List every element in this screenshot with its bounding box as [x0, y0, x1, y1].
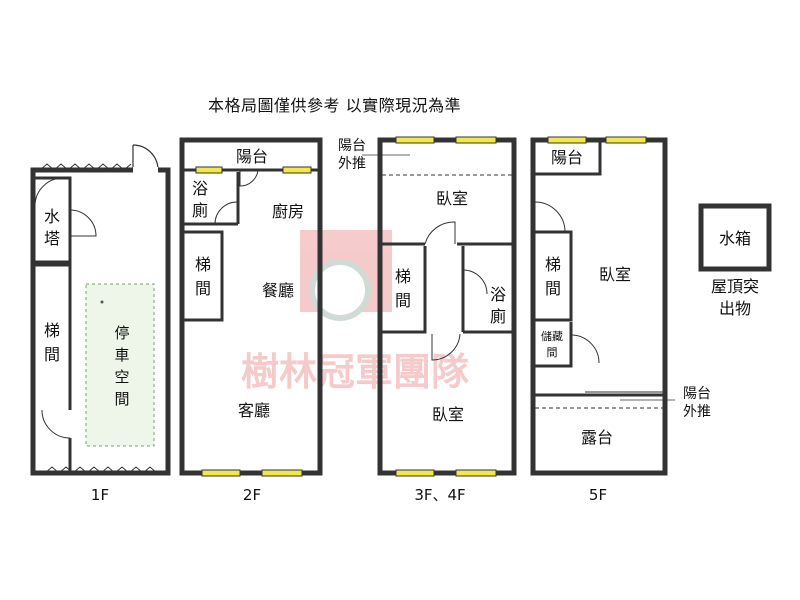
f1-stairs-label-1: 梯	[44, 321, 60, 340]
watermark: 樹林冠軍團隊	[241, 230, 469, 394]
f2-kitchen-label: 廚房	[272, 202, 304, 221]
f2-window-balcony-left	[195, 166, 223, 174]
f2-stairs-label-1: 梯	[195, 255, 211, 274]
f1-floor-label: 1F	[91, 486, 109, 504]
f5-window-top-2	[605, 136, 647, 144]
f34-balcony-note-1: 陽台	[338, 138, 366, 154]
f2-living-label: 客廳	[238, 401, 270, 420]
f5-stairs-label-2: 間	[545, 279, 561, 298]
f1-stairs-label-2: 間	[44, 345, 60, 364]
roof-tank-wall	[698, 203, 772, 272]
disclaimer-text: 本格局圖僅供參考 以實際現況為準	[208, 96, 462, 115]
f5-stairs-walls	[535, 230, 573, 322]
f5-storage-walls	[535, 322, 573, 368]
f34-outer-wall	[377, 137, 517, 476]
f34-bath-label-1: 浴	[490, 285, 506, 304]
f1-gate-top	[39, 163, 132, 171]
f2-balcony-label: 陽台	[236, 147, 268, 166]
f1-parking-label-2: 車	[114, 346, 129, 364]
floor-2f: 陽台 浴 廁 廚房 梯 間 餐廳 客廳 2F	[179, 137, 323, 504]
f34-window-bottom-1	[395, 469, 435, 477]
f1-parking-label-4: 間	[114, 390, 129, 408]
f2-floor-label: 2F	[243, 486, 261, 504]
floor-5f: 陽台 梯 間 儲藏 間 臥室 陽台 外推 露台 5F	[530, 136, 711, 504]
f34-window-bottom-2	[455, 469, 497, 477]
f34-window-top-1	[395, 136, 435, 144]
f5-storage-label-1: 儲藏	[541, 330, 563, 343]
f2-window-bottom-1	[201, 469, 241, 477]
f2-window-bottom-2	[261, 469, 303, 477]
f2-bath-label-1: 浴	[192, 179, 208, 198]
f1-entrance-door	[132, 144, 159, 171]
f1-gate-bottom	[44, 466, 158, 474]
f2-bath-door	[214, 201, 238, 225]
f5-bedroom-label: 臥室	[599, 265, 631, 284]
f2-balcony-door	[239, 169, 259, 187]
f5-storage-door	[570, 334, 600, 364]
f1-parking-marker	[100, 300, 104, 304]
f1-water-tower-door	[69, 209, 97, 237]
f34-stairs-label-1: 梯	[395, 267, 411, 286]
f2-bath-label-2: 廁	[192, 201, 208, 220]
f2-stairs-label-2: 間	[195, 279, 211, 298]
f1-parking-label-1: 停	[114, 324, 129, 342]
f2-dining-label: 餐廳	[262, 281, 294, 300]
f34-balcony-note-2: 外推	[338, 156, 366, 172]
roof-caption-1: 屋頂突	[711, 277, 759, 296]
f1-water-tower-label-2: 塔	[44, 229, 60, 248]
f34-window-top-2	[455, 136, 497, 144]
f1-water-tower-walls	[35, 176, 72, 264]
watermark-brand: 樹林冠軍團隊	[241, 350, 469, 394]
f2-bath-walls	[184, 172, 240, 226]
watermark-logo-circle	[309, 259, 371, 321]
f1-parking-label-3: 空	[114, 368, 129, 386]
f2-stairs-walls	[184, 230, 224, 322]
f5-floor-label: 5F	[589, 486, 607, 504]
f5-stairs-label-1: 梯	[545, 255, 561, 274]
f1-stairs-gap	[66, 410, 74, 438]
f34-bath-label-2: 廁	[490, 307, 506, 326]
f5-outer-wall	[530, 137, 668, 476]
f5-stairs-door	[534, 201, 566, 233]
f34-stairs-label-2: 間	[395, 291, 411, 310]
f2-outer-wall	[179, 137, 323, 476]
f1-water-tower-door2	[34, 177, 64, 206]
f5-storage-label-2: 間	[547, 346, 558, 359]
floor-3f-4f: 陽台 外推 臥室 梯 間 浴 廁 臥室 3F、4F	[338, 136, 517, 504]
floor-1f: 水 塔 梯 間 停 車 空 間 1F	[30, 144, 171, 504]
f2-window-balcony-right	[282, 166, 312, 174]
f5-terrace-label: 露台	[581, 428, 613, 447]
watermark-logo-block	[300, 230, 392, 312]
roof-structure: 水箱 屋頂突 出物	[698, 203, 772, 318]
f34-bath-door	[462, 269, 488, 295]
f5-balcony-note-2: 外推	[683, 404, 711, 420]
f1-entrance-gap	[133, 167, 158, 173]
f34-bedroom-bottom-label: 臥室	[432, 405, 464, 424]
f34-stairs-walls	[382, 246, 465, 334]
f34-floor-label: 3F、4F	[414, 486, 465, 504]
f1-stairs-walls	[35, 263, 72, 473]
f34-upper-door	[424, 221, 456, 245]
f5-balcony-walls	[535, 142, 602, 176]
roof-caption-2: 出物	[719, 299, 751, 318]
f34-bedroom-top-label: 臥室	[436, 189, 468, 208]
f1-parking-area	[85, 283, 155, 447]
f34-lower-door	[431, 333, 461, 361]
f5-balcony-label: 陽台	[551, 148, 583, 167]
roof-tank-label: 水箱	[719, 229, 751, 248]
f1-stairs-door	[41, 409, 71, 439]
f1-water-tower-label-1: 水	[44, 207, 60, 226]
f5-window-top-1	[547, 136, 587, 144]
f5-balcony-note-1: 陽台	[683, 386, 711, 402]
